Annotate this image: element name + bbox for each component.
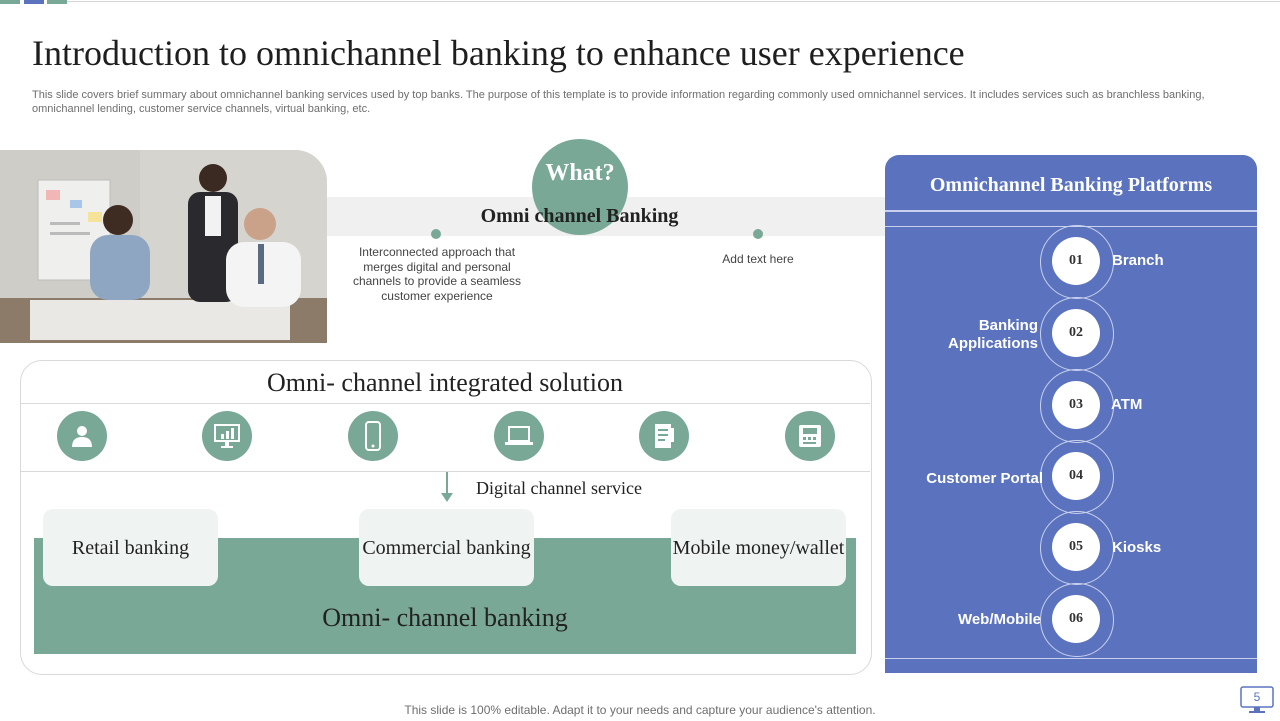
receipt-icon	[639, 411, 689, 461]
icon-row	[21, 403, 870, 472]
panel-divider	[885, 210, 1257, 212]
what-badge	[532, 139, 628, 235]
platform-number: 01	[1052, 237, 1100, 285]
bullet-dot	[753, 229, 763, 239]
monitor-chart-icon	[202, 411, 252, 461]
slide-subtitle: This slide covers brief summary about om…	[32, 89, 1205, 115]
top-accent-bar	[24, 0, 44, 4]
page-number: 5	[1253, 690, 1261, 704]
platform-number: 04	[1052, 452, 1100, 500]
banking-box: Mobile money/wallet	[671, 509, 846, 586]
panel-divider	[885, 658, 1257, 659]
node-ring	[1040, 583, 1114, 657]
omni-channel-banking-label: Omni- channel banking	[322, 603, 568, 632]
platform-number: 06	[1052, 595, 1100, 643]
what-description: Interconnected approach that merges digi…	[352, 245, 522, 303]
band-title: Omni channel Banking	[480, 205, 679, 227]
platform-label: Banking Applications	[947, 317, 1038, 352]
arrow-down	[446, 472, 448, 496]
platform-number: 03	[1052, 381, 1100, 429]
platform-label: Web/Mobile	[957, 611, 1041, 628]
what-badge-label: What?	[545, 160, 615, 186]
platforms-title: Omnichannel Banking Platforms	[929, 174, 1213, 196]
top-accent-bar	[0, 0, 20, 4]
platform-number: 05	[1052, 523, 1100, 571]
atm-icon	[785, 411, 835, 461]
banking-box: Retail banking	[43, 509, 218, 586]
banking-box: Commercial banking	[359, 509, 534, 586]
bullet-dot	[431, 229, 441, 239]
laptop-icon	[494, 411, 544, 461]
platform-label: Kiosks	[1112, 539, 1162, 556]
customer-service-icon	[57, 411, 107, 461]
integrated-title: Omni- channel integrated solution	[267, 368, 623, 397]
top-accent-bar	[47, 0, 67, 4]
platform-number: 02	[1052, 309, 1100, 357]
platform-label: ATM	[1111, 396, 1143, 413]
meeting-photo	[0, 150, 327, 343]
slide-title: Introduction to omnichannel banking to e…	[32, 33, 965, 73]
platform-label: Branch	[1112, 252, 1164, 269]
footer-note: This slide is 100% editable. Adapt it to…	[404, 703, 876, 717]
platform-label: Customer Portal	[926, 470, 1043, 487]
add-text-placeholder[interactable]: Add text here	[722, 252, 794, 266]
digital-channel-label: Digital channel service	[476, 478, 642, 498]
top-divider	[67, 1, 1280, 2]
smartphone-icon	[348, 411, 398, 461]
page-number-icon	[1240, 686, 1274, 713]
arrow-down-icon	[441, 493, 453, 502]
